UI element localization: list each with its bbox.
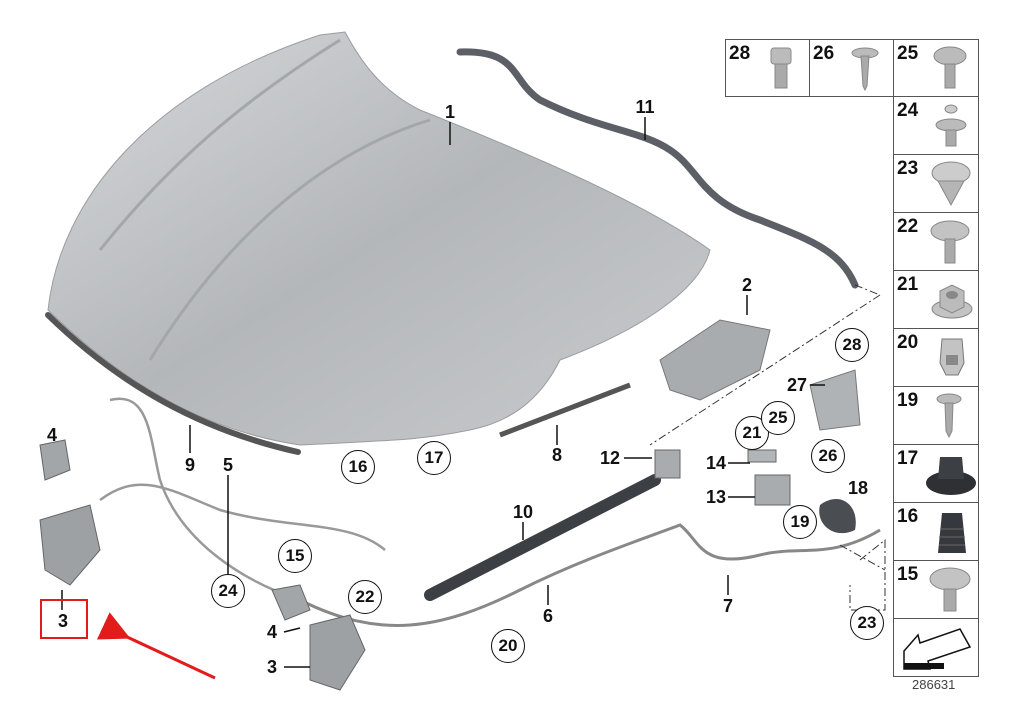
callout-1: 1 [444, 102, 456, 122]
circled-callout-24: 24 [211, 574, 245, 608]
callout-4-right: 4 [266, 622, 278, 642]
part-cell-20[interactable]: 20 [893, 328, 979, 387]
cable-clip-icon [939, 338, 965, 376]
callout-3-right: 3 [266, 657, 278, 677]
part-cell-17[interactable]: 17 [893, 444, 979, 503]
callout-10: 10 [512, 502, 534, 522]
part-cell-23[interactable]: 23 [893, 154, 979, 213]
circled-callout-19: 19 [783, 505, 817, 539]
front-seal [45, 312, 301, 455]
clip-nut-icon [931, 161, 971, 207]
hex-nut-icon [931, 284, 973, 319]
circled-callout-23: 23 [850, 606, 884, 640]
bolt-icon [933, 46, 967, 89]
bolt-icon [929, 567, 971, 612]
circled-callout-15: 15 [278, 539, 312, 573]
bowden-cable-9 [109, 397, 301, 602]
part-cell-22[interactable]: 22 [893, 212, 979, 271]
expanding-rivet-icon [935, 104, 967, 147]
callout-4: 4 [46, 425, 58, 445]
hood-panel [47, 31, 711, 446]
gas-strut [499, 382, 631, 438]
part-cell-21[interactable]: 21 [893, 270, 979, 329]
circled-callout-26: 26 [811, 439, 845, 473]
rubber-stop-icon [938, 513, 966, 553]
circled-callout-25: 25 [761, 401, 795, 435]
bowden-cable-6 [299, 523, 881, 627]
reference-number: 286631 [912, 677, 956, 692]
rubber-buffer-icon [926, 457, 976, 495]
hood-lock-right [309, 614, 366, 691]
part-cell-26[interactable]: 26 [809, 39, 894, 97]
callout-13: 13 [705, 487, 727, 507]
circled-callout-16: 16 [341, 450, 375, 484]
callout-12: 12 [599, 448, 621, 468]
callout-7: 7 [722, 596, 734, 616]
part-cell-24[interactable]: 24 [893, 96, 979, 155]
callout-5: 5 [222, 455, 234, 475]
hinge [659, 319, 771, 401]
hood-lock-left [39, 504, 101, 586]
screw-icon [936, 393, 962, 439]
front-direction-cell [893, 618, 979, 677]
screw-icon [930, 220, 970, 264]
callout-3-highlighted: 3 [57, 611, 69, 631]
circled-callout-28: 28 [835, 328, 869, 362]
part-cell-15[interactable]: 15 [893, 560, 979, 619]
part-cell-16[interactable]: 16 [893, 502, 979, 561]
direction-arrow-icon [903, 628, 972, 670]
callout-2: 2 [741, 275, 753, 295]
side-seal [456, 48, 859, 289]
circled-callout-20: 20 [491, 629, 525, 663]
screw-icon [851, 47, 879, 92]
callout-27: 27 [786, 375, 808, 395]
red-arrow [96, 612, 216, 680]
circled-callout-17: 17 [417, 441, 451, 475]
part-cell-25[interactable]: 25 [893, 39, 979, 97]
callout-6: 6 [542, 606, 554, 626]
highlight-box [40, 599, 88, 639]
callout-8: 8 [551, 445, 563, 465]
callout-14: 14 [705, 453, 727, 473]
part-cell-19[interactable]: 19 [893, 386, 979, 445]
callout-11: 11 [635, 97, 655, 117]
seal-strip-10 [424, 474, 661, 601]
bolt-icon [770, 47, 792, 89]
part-cell-28[interactable]: 28 [725, 39, 810, 97]
callout-9: 9 [184, 455, 196, 475]
callout-18: 18 [847, 478, 869, 498]
circled-callout-22: 22 [348, 580, 382, 614]
